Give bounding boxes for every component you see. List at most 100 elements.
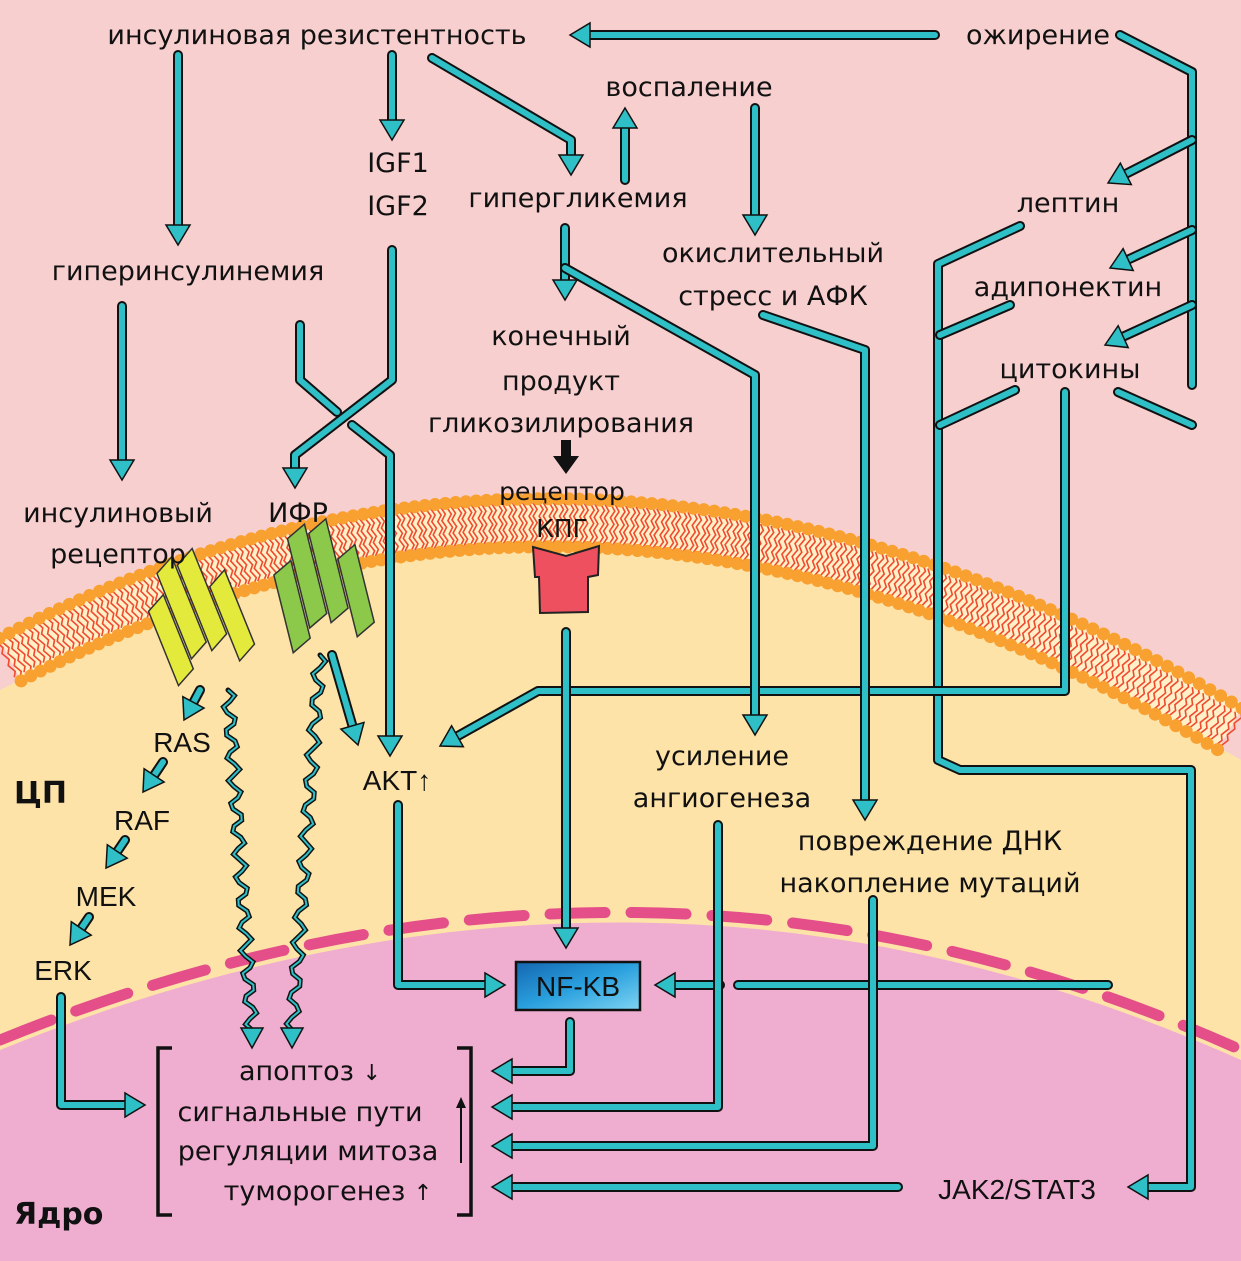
lipid-tail [85, 598, 104, 637]
lipid-head [1117, 691, 1131, 705]
lipid-tail [25, 626, 46, 663]
lipid-tail [81, 603, 101, 641]
lipid-head [479, 493, 493, 507]
lipid-head [583, 493, 597, 507]
arrow-obesity-to-leptin [1106, 135, 1197, 186]
arrow-cytokines-branch [935, 385, 1020, 430]
lipid-head [336, 511, 350, 525]
node-jak-stat: JAK2/STAT3 [938, 1174, 1096, 1205]
arrow-insr-to-ras [182, 685, 206, 722]
lipid-tail [1006, 604, 1025, 642]
lipid-tail [788, 530, 802, 571]
arrow-obesity-to-cytokines [1103, 300, 1197, 349]
lipid-tail [732, 519, 744, 560]
lipid-head [1014, 642, 1028, 656]
lipid-tail [778, 527, 792, 568]
lipid-tail [415, 510, 425, 551]
lipid-tail [1209, 705, 1232, 741]
lipid-tail [1178, 687, 1200, 723]
lipid-head [472, 542, 486, 556]
node-leptin: лептин [1017, 188, 1119, 219]
lipid-tail [1023, 608, 1042, 647]
lipid-tail [21, 630, 42, 668]
lipid-head [791, 520, 805, 534]
lipid-tail [236, 544, 252, 585]
lipid-head [1171, 665, 1185, 679]
lipid-tail [1136, 664, 1158, 701]
lipid-head [143, 564, 157, 578]
lipid-tail [252, 542, 268, 582]
arrow-adiponectin-branch [935, 300, 1015, 340]
lipid-tail [992, 595, 1010, 634]
lipid-head [770, 515, 784, 529]
lipid-tail [348, 519, 360, 560]
lipid-tail [622, 505, 631, 547]
lipid-head [561, 540, 575, 554]
lipid-tail [782, 530, 796, 571]
lipid-tail [890, 558, 906, 598]
lipid-head [896, 547, 910, 561]
arrow-hyperinsulinemia-cross [295, 320, 342, 417]
lipid-tail [61, 611, 81, 650]
lipid-head [700, 552, 714, 566]
lipid-head [113, 576, 127, 590]
lipid-tail [843, 545, 858, 586]
lipid-head [1118, 637, 1132, 651]
lipid-head [502, 540, 516, 554]
lipid-tail [1, 641, 23, 678]
lipid-tail [945, 579, 963, 618]
lipid-tail [738, 519, 750, 560]
right-bracket [457, 1046, 473, 1217]
lipid-tail [532, 502, 539, 544]
node-ras: RAS [153, 727, 211, 758]
lipid-tail [11, 636, 32, 673]
lipid-head [690, 550, 704, 564]
lipid-head [624, 495, 638, 509]
lipid-tail [246, 542, 262, 582]
arrow-ras-to-raf [142, 757, 168, 794]
lipid-head [593, 493, 607, 507]
lipid-head [801, 571, 815, 585]
lipid-tail [608, 504, 616, 545]
lipid-head [660, 546, 674, 560]
nfkb-box[interactable] [514, 960, 642, 1012]
lipid-tail [1172, 687, 1194, 723]
lipid-tail [652, 508, 662, 549]
lipid-head [1045, 656, 1059, 670]
lipid-tail [648, 507, 657, 548]
lipid-tail [568, 502, 575, 544]
arrow-age-receptor-to-nfkb [552, 627, 580, 950]
insulin-receptor-shape [147, 547, 256, 688]
lipid-tail [829, 540, 843, 580]
lipid-tail [1078, 637, 1099, 675]
lipid-tail [728, 518, 740, 559]
lipid-tail [394, 512, 406, 554]
lipid-head [32, 611, 46, 625]
lipid-head [831, 579, 845, 593]
lipid-tail [996, 599, 1015, 638]
arrow-insulin-resistance-to-hyperinsulinemia [164, 50, 192, 247]
lipid-tail [558, 502, 565, 544]
igf-receptor-shape [273, 517, 376, 655]
lipid-head [254, 529, 268, 543]
lipid-head [522, 540, 536, 554]
lipid-head [101, 633, 115, 647]
lipid-head [1127, 696, 1141, 710]
node-adiponectin: адипонектин [974, 272, 1162, 303]
lipid-head [224, 538, 238, 552]
lipid-head [871, 590, 885, 604]
lipid-tail [91, 598, 110, 637]
arrow-mek-to-erk [69, 912, 94, 947]
lipid-tail [121, 586, 140, 625]
lipid-head [655, 498, 669, 512]
lipid-head [462, 543, 476, 557]
lipid-head [1075, 617, 1089, 631]
lipid-tail [592, 503, 600, 545]
lipid-head [707, 504, 721, 518]
nucleus-region [0, 922, 1241, 1261]
lipid-head [601, 541, 615, 555]
lipid-tail [1012, 604, 1031, 642]
lipid-tail [45, 616, 65, 654]
node-inflammation: воспаление [605, 72, 772, 103]
lipid-tail [712, 516, 723, 557]
